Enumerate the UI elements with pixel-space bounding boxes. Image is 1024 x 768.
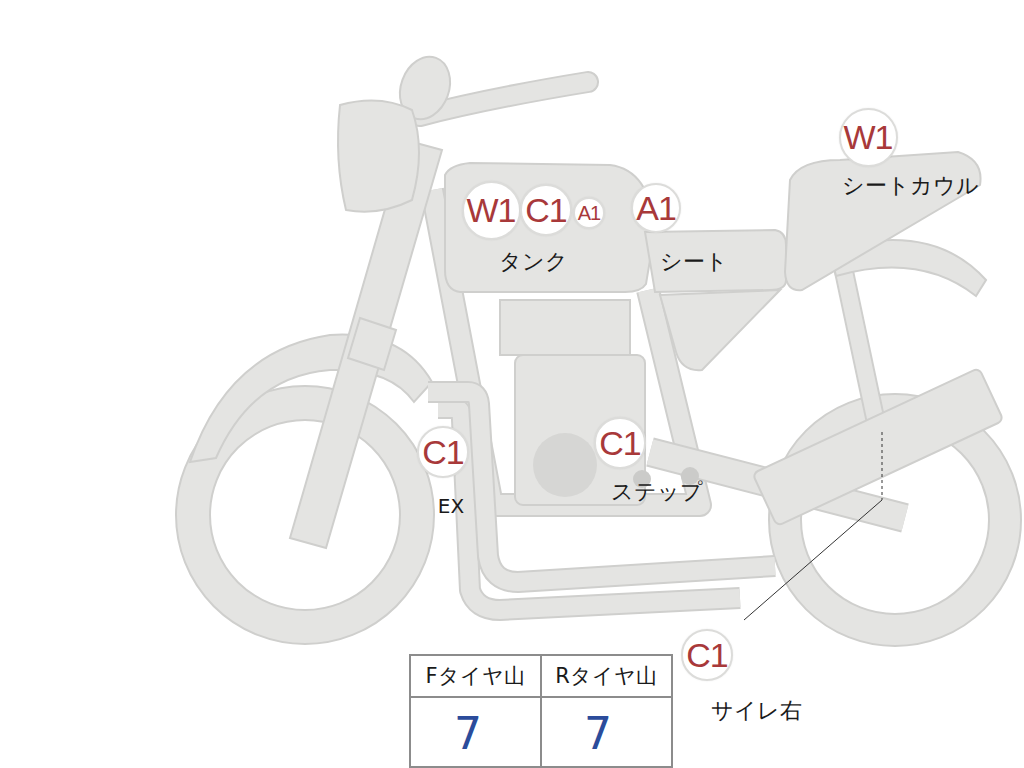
part-name: タンク <box>499 250 568 274</box>
table-header: Rタイヤ山 <box>555 665 657 688</box>
front-fender <box>190 335 432 462</box>
seat-cowl <box>785 152 981 290</box>
table-header: Fタイヤ山 <box>425 665 524 688</box>
table-value: 7 <box>454 710 482 758</box>
code-badge: C1 <box>594 417 645 468</box>
side-cover <box>660 290 780 370</box>
table-rule <box>540 655 542 767</box>
inspection-code: W1 <box>844 120 893 154</box>
fork-collar <box>348 318 396 370</box>
code-badge: C1 <box>681 629 732 680</box>
leader-line <box>744 500 882 620</box>
part-name: ステップ <box>611 480 703 504</box>
rear-shock <box>842 262 878 432</box>
silencer <box>752 368 1003 526</box>
part-name: シートカウル <box>842 174 979 198</box>
code-badge: C1 <box>520 184 571 235</box>
inspection-code: C1 <box>422 435 463 469</box>
inspection-code: A1 <box>636 191 676 225</box>
code-badge: A1 <box>631 183 681 233</box>
headlight <box>338 101 419 212</box>
part-name: サイレ右 <box>711 699 802 723</box>
table-value: 7 <box>584 710 612 758</box>
inspection-code: W1 <box>467 193 516 227</box>
inspection-code: A1 <box>578 203 600 223</box>
seat <box>645 230 786 292</box>
part-name: シート <box>660 250 728 274</box>
code-badge: W1 <box>839 108 898 167</box>
leader-line <box>882 432 883 500</box>
part-name: EX <box>438 495 464 517</box>
rear-shock-outline <box>842 262 878 432</box>
code-badge: C1 <box>417 426 468 477</box>
inspection-code: C1 <box>525 193 566 227</box>
exhaust-pipe-outline <box>428 392 775 582</box>
inspection-code: C1 <box>686 638 727 672</box>
tire-table <box>410 655 672 767</box>
exhaust-pipe <box>428 392 775 582</box>
inspection-code: C1 <box>599 426 640 460</box>
code-badge: W1 <box>462 181 521 240</box>
fuel-tank <box>445 163 655 292</box>
engine-cover <box>533 433 597 497</box>
engine-head <box>500 300 630 355</box>
